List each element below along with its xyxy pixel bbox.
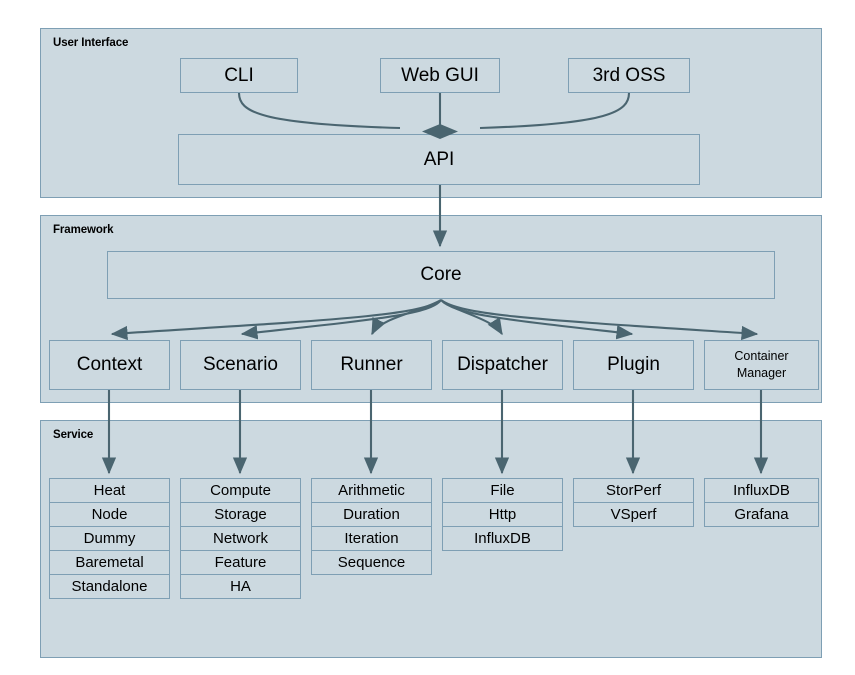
layer-title-user-interface: User Interface [53, 37, 129, 49]
service-item[interactable]: Standalone [49, 574, 170, 599]
service-item[interactable]: VSperf [573, 502, 694, 527]
service-item[interactable]: Http [442, 502, 563, 527]
node-scenario-label: Scenario [203, 354, 278, 375]
service-group-plugin: StorPerf VSperf [573, 478, 694, 527]
service-item[interactable]: Dummy [49, 526, 170, 551]
node-cli-label: CLI [224, 64, 254, 86]
node-dispatcher-label: Dispatcher [457, 354, 548, 375]
node-api[interactable]: API [178, 134, 700, 185]
node-cli[interactable]: CLI [180, 58, 298, 93]
layer-title-service: Service [53, 429, 94, 441]
service-item[interactable]: Baremetal [49, 550, 170, 575]
node-third-oss-label: 3rd OSS [592, 64, 666, 86]
layer-title-framework: Framework [53, 224, 114, 236]
node-plugin[interactable]: Plugin [573, 340, 694, 390]
service-group-container-manager: InfluxDB Grafana [704, 478, 819, 527]
service-item[interactable]: Storage [180, 502, 301, 527]
service-item[interactable]: Duration [311, 502, 432, 527]
service-item[interactable]: Feature [180, 550, 301, 575]
node-context-label: Context [76, 354, 143, 375]
node-scenario[interactable]: Scenario [180, 340, 301, 390]
node-container-manager-label-line1: Container [734, 349, 789, 363]
service-item[interactable]: Sequence [311, 550, 432, 575]
node-web-gui-label: Web GUI [401, 64, 479, 86]
node-api-label: API [423, 148, 455, 170]
node-context[interactable]: Context [49, 340, 170, 390]
node-plugin-label: Plugin [607, 354, 660, 375]
node-third-oss[interactable]: 3rd OSS [568, 58, 690, 93]
node-runner[interactable]: Runner [311, 340, 432, 390]
node-container-manager[interactable]: Container Manager [704, 340, 819, 390]
service-item[interactable]: File [442, 478, 563, 503]
node-dispatcher[interactable]: Dispatcher [442, 340, 563, 390]
service-item[interactable]: StorPerf [573, 478, 694, 503]
service-group-runner: Arithmetic Duration Iteration Sequence [311, 478, 432, 575]
node-runner-label: Runner [340, 354, 403, 375]
node-core[interactable]: Core [107, 251, 775, 299]
service-item[interactable]: HA [180, 574, 301, 599]
service-item[interactable]: Heat [49, 478, 170, 503]
service-item[interactable]: Grafana [704, 502, 819, 527]
service-item[interactable]: InfluxDB [442, 526, 563, 551]
service-group-dispatcher: File Http InfluxDB [442, 478, 563, 551]
service-item[interactable]: Arithmetic [311, 478, 432, 503]
node-web-gui[interactable]: Web GUI [380, 58, 500, 93]
service-item[interactable]: InfluxDB [704, 478, 819, 503]
service-item[interactable]: Node [49, 502, 170, 527]
node-core-label: Core [420, 264, 462, 285]
service-item[interactable]: Iteration [311, 526, 432, 551]
node-container-manager-label-line2: Manager [736, 366, 787, 380]
service-item[interactable]: Compute [180, 478, 301, 503]
service-group-scenario: Compute Storage Network Feature HA [180, 478, 301, 599]
service-item[interactable]: Network [180, 526, 301, 551]
service-group-context: Heat Node Dummy Baremetal Standalone [49, 478, 170, 599]
